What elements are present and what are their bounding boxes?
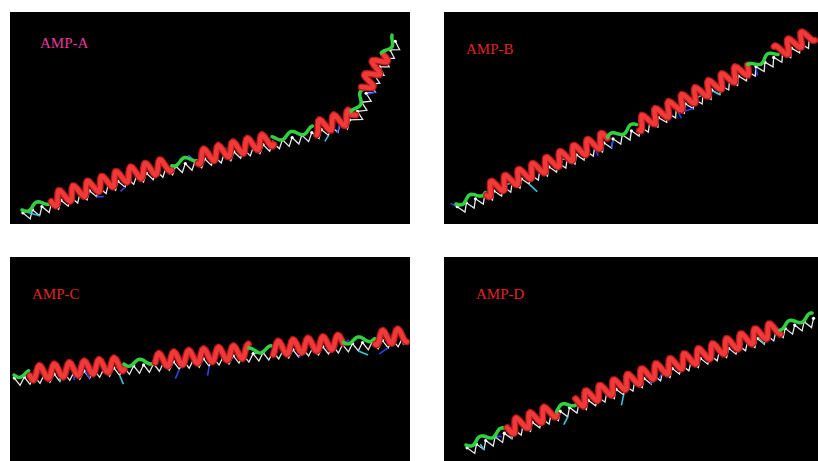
atom-dot (793, 323, 796, 326)
coil-segment (343, 337, 374, 344)
side-chain (120, 375, 124, 384)
helix-ribbon (774, 32, 815, 55)
atom-dot (252, 352, 255, 355)
backbone-stick (23, 41, 400, 219)
helix-ribbon (361, 55, 388, 88)
backbone-stick (467, 318, 813, 453)
helix-ribbon-shade (487, 133, 608, 197)
coil-segment (172, 158, 197, 167)
side-chain (621, 395, 623, 406)
coil-segment (456, 193, 485, 205)
coil-segment (466, 428, 506, 446)
atom-dot (474, 197, 477, 200)
coil-segment (557, 404, 577, 412)
side-chain (379, 348, 388, 354)
atom-dot (812, 317, 815, 320)
peptide-label: AMP-A (40, 36, 88, 51)
coil-segment (124, 359, 155, 366)
helix-ribbon-shade (774, 32, 815, 55)
helix-ribbon-shade (361, 55, 388, 88)
atom-dot (310, 131, 313, 134)
side-chain (208, 366, 210, 376)
helix-ribbon-shade (155, 344, 248, 366)
atom-dot (142, 363, 145, 366)
atom-dot (361, 341, 364, 344)
helix-ribbon-shade (375, 329, 406, 345)
peptide-label: AMP-D (476, 287, 524, 302)
structure-panel: AMP-B (444, 12, 818, 224)
coil-segment (14, 371, 29, 378)
atom-dot (291, 136, 294, 139)
coil-segment (249, 346, 271, 353)
side-chain (97, 196, 104, 198)
helix-ribbon (317, 110, 356, 135)
coil-segment (351, 89, 364, 111)
helix-ribbon-shade (273, 335, 343, 355)
peptide-label: AMP-B (466, 42, 514, 57)
side-chain (121, 187, 126, 191)
helix-ribbon (639, 65, 748, 131)
helix-ribbon-shade (576, 324, 781, 407)
atom-dot (484, 439, 487, 442)
coil-segment (780, 313, 812, 330)
helix-ribbon-shade (507, 407, 557, 434)
helix-ribbon-shade (198, 135, 274, 165)
coil-segment (381, 35, 392, 53)
side-chain (28, 213, 40, 216)
side-chain (529, 184, 537, 192)
helix-ribbon (273, 335, 343, 355)
helix-ribbon (487, 133, 608, 197)
structure-panel: AMP-A (10, 12, 410, 224)
side-chain (175, 369, 179, 378)
helix-ribbon-shade (51, 160, 171, 206)
helix-ribbon (375, 329, 406, 345)
helix-ribbon (30, 358, 124, 380)
structure-panel: AMP-C (10, 257, 410, 461)
atom-dot (365, 92, 368, 95)
backbone-stick (457, 39, 809, 212)
atom-dot (503, 432, 506, 435)
coil-segment (272, 126, 312, 140)
coil-segment (22, 202, 51, 212)
atom-dot (611, 137, 614, 140)
helix-ribbon-shade (317, 110, 356, 135)
atom-dot (40, 205, 43, 208)
atom-dot (772, 56, 775, 59)
helix-ribbon (576, 324, 781, 407)
structure-panel: AMP-D (444, 257, 818, 461)
peptide-label: AMP-C (32, 287, 80, 302)
side-chain (325, 135, 329, 141)
helix-ribbon-shade (30, 358, 124, 380)
side-chain (480, 444, 484, 450)
helix-ribbon (507, 407, 557, 434)
helix-ribbon (51, 160, 171, 206)
side-chain (564, 417, 568, 425)
helix-ribbon-shade (639, 65, 748, 131)
helix-ribbon (155, 344, 248, 366)
atom-dot (630, 129, 633, 132)
atom-dot (184, 162, 187, 165)
helix-ribbon (198, 135, 274, 165)
coil-segment (748, 53, 778, 64)
coil-segment (608, 124, 637, 137)
side-chain (358, 351, 368, 355)
